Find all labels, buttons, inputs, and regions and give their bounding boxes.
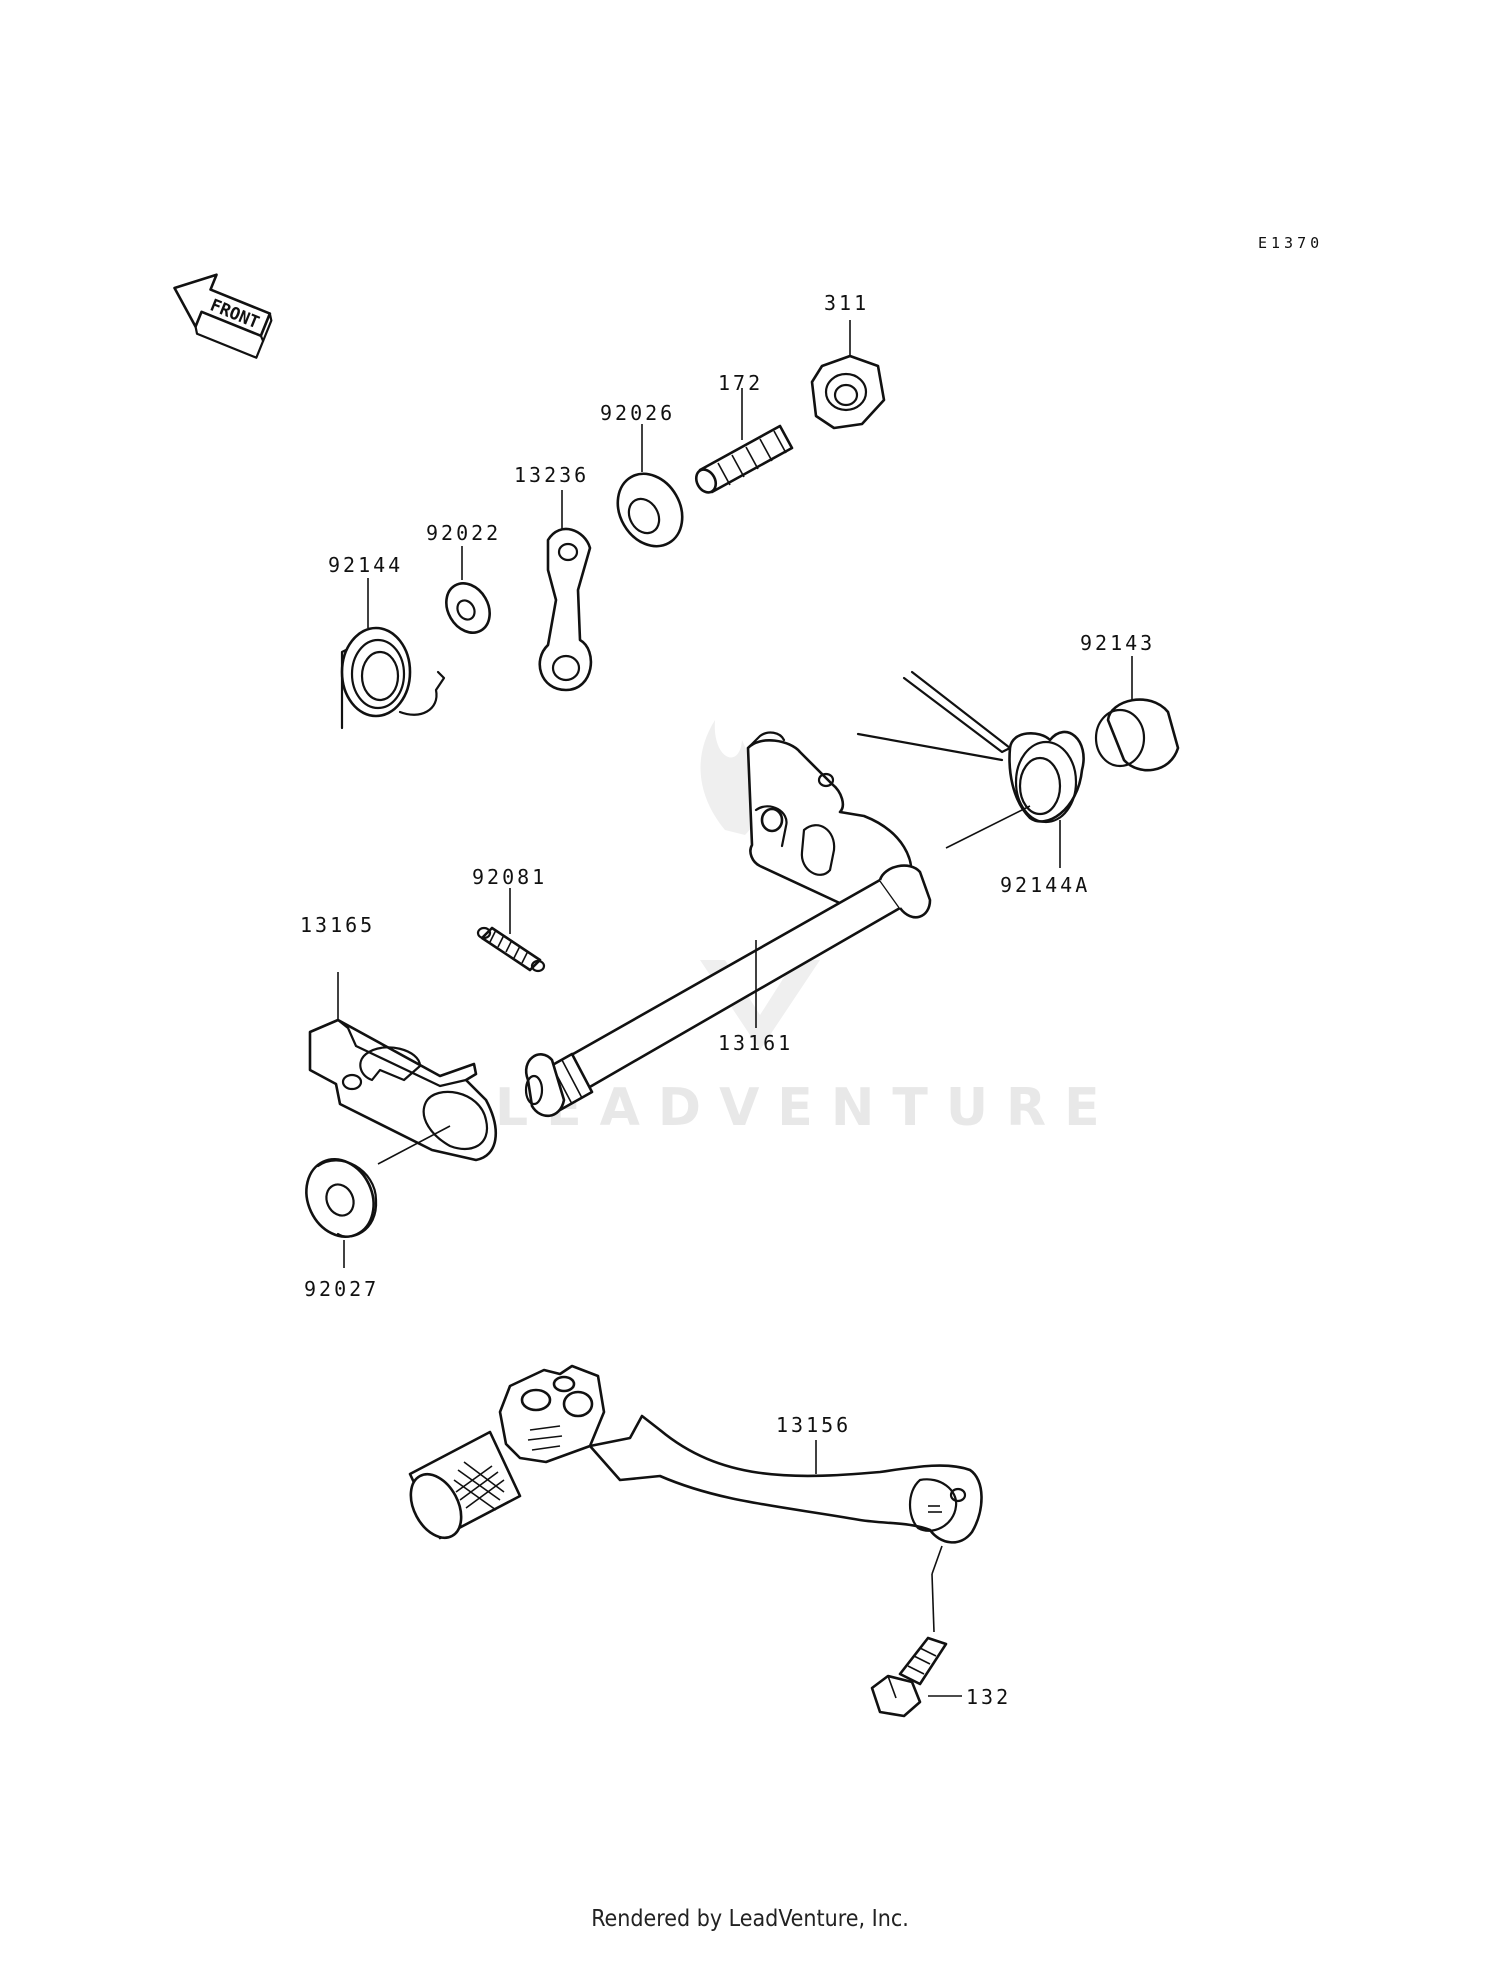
part-172-stud <box>694 388 794 494</box>
watermark: LEADVENTURE <box>495 720 1118 1138</box>
part-311-nut <box>810 320 886 430</box>
part-92026-washer <box>616 424 684 548</box>
part-13165-plate <box>308 972 498 1165</box>
part-92144A-spring <box>856 670 1085 868</box>
front-arrow-icon: FRONT <box>173 273 273 359</box>
label-13161: 13161 <box>718 1031 793 1055</box>
footer-credit: Rendered by LeadVenture, Inc. <box>591 1906 909 1932</box>
part-132-bolt <box>870 1545 962 1718</box>
part-92027-washer <box>305 1158 378 1268</box>
label-132: 132 <box>966 1685 1011 1709</box>
label-311: 311 <box>824 291 869 315</box>
part-92144-spring <box>340 578 446 730</box>
label-172: 172 <box>718 371 763 395</box>
diagram-code: E1370 <box>1258 234 1323 252</box>
label-13156: 13156 <box>776 1413 851 1437</box>
part-92143-collar <box>1094 656 1180 772</box>
label-92143: 92143 <box>1080 631 1155 655</box>
label-92022: 92022 <box>426 521 501 545</box>
label-13165: 13165 <box>300 913 375 937</box>
part-13161-shaft <box>524 731 932 1118</box>
part-92022-washer <box>445 546 491 634</box>
label-92027: 92027 <box>304 1277 379 1301</box>
part-13236-lever <box>538 490 593 692</box>
label-92144A: 92144A <box>1000 873 1090 897</box>
label-13236: 13236 <box>514 463 589 487</box>
knurl-pattern <box>453 1461 505 1511</box>
watermark-text: LEADVENTURE <box>495 1078 1118 1138</box>
part-13156-pedal <box>408 1364 983 1544</box>
label-92144: 92144 <box>328 553 403 577</box>
part-92081-spring <box>476 888 546 973</box>
label-92081: 92081 <box>472 865 547 889</box>
label-92026: 92026 <box>600 401 675 425</box>
